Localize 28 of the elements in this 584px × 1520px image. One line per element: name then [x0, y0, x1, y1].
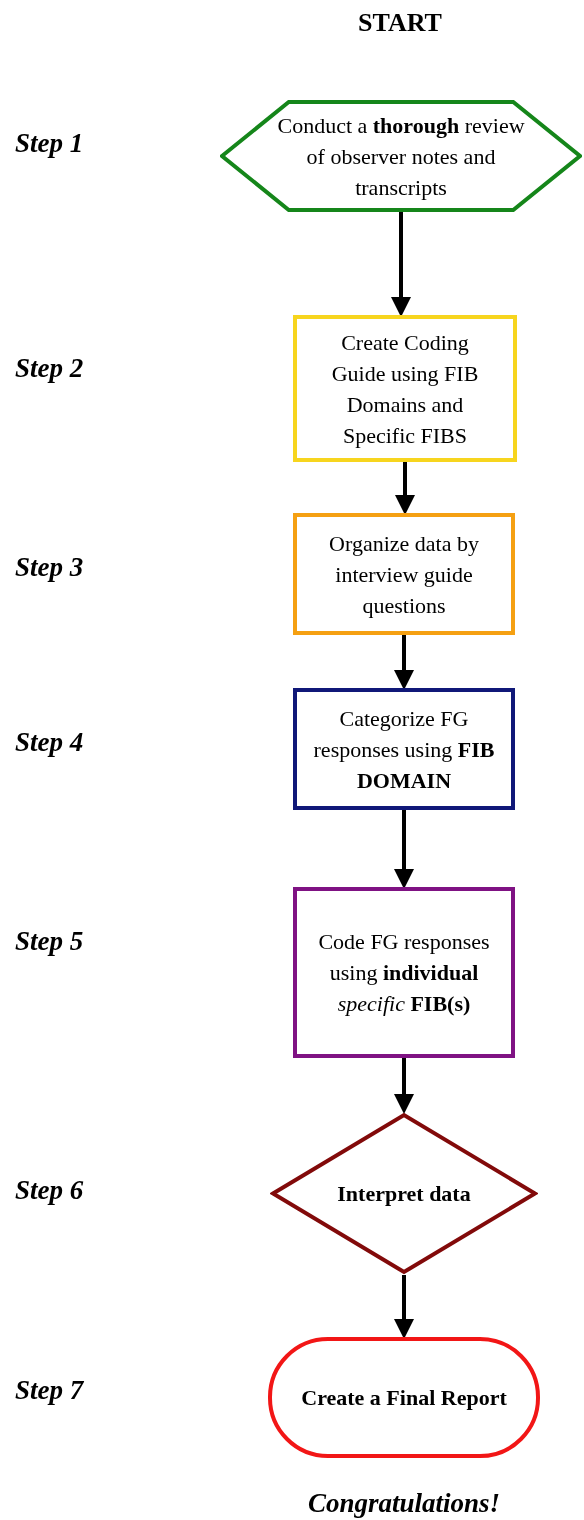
node-text: Categorize FG responses using FIB DOMAIN — [312, 704, 496, 795]
process-box — [293, 513, 515, 635]
process-box — [293, 688, 515, 810]
arrow — [394, 810, 414, 889]
node-text: Interpret data — [336, 1180, 472, 1208]
node-text: Create Coding Guide using FIB Domains and Specific FIBS — [330, 328, 480, 450]
step-label: Step 1 — [15, 126, 84, 160]
hexagon-step — [220, 100, 582, 212]
step-label: Step 4 — [15, 725, 84, 759]
process-box — [293, 887, 515, 1058]
step-label: Step 6 — [15, 1173, 84, 1207]
process-box — [293, 315, 517, 462]
step-label: Step 5 — [15, 924, 84, 958]
decision-diamond — [270, 1112, 538, 1275]
arrow — [394, 635, 414, 690]
start-label: START — [358, 6, 442, 39]
arrow — [394, 1275, 414, 1339]
step-label: Step 2 — [15, 351, 84, 385]
node-text: Organize data by interview guide questions — [328, 529, 480, 620]
arrow — [395, 462, 415, 515]
step-label: Step 3 — [15, 550, 84, 584]
closing-label: Congratulations! — [307, 1486, 501, 1520]
node-text: Conduct a thorough review of observer notes and transcripts — [276, 111, 526, 202]
arrow — [391, 212, 411, 317]
arrow — [394, 1058, 414, 1114]
node-text: Code FG responses using individual specific FIB(s) — [317, 928, 491, 1018]
step-label: Step 7 — [15, 1373, 84, 1407]
node-text: Create a Final Report — [300, 1384, 508, 1412]
